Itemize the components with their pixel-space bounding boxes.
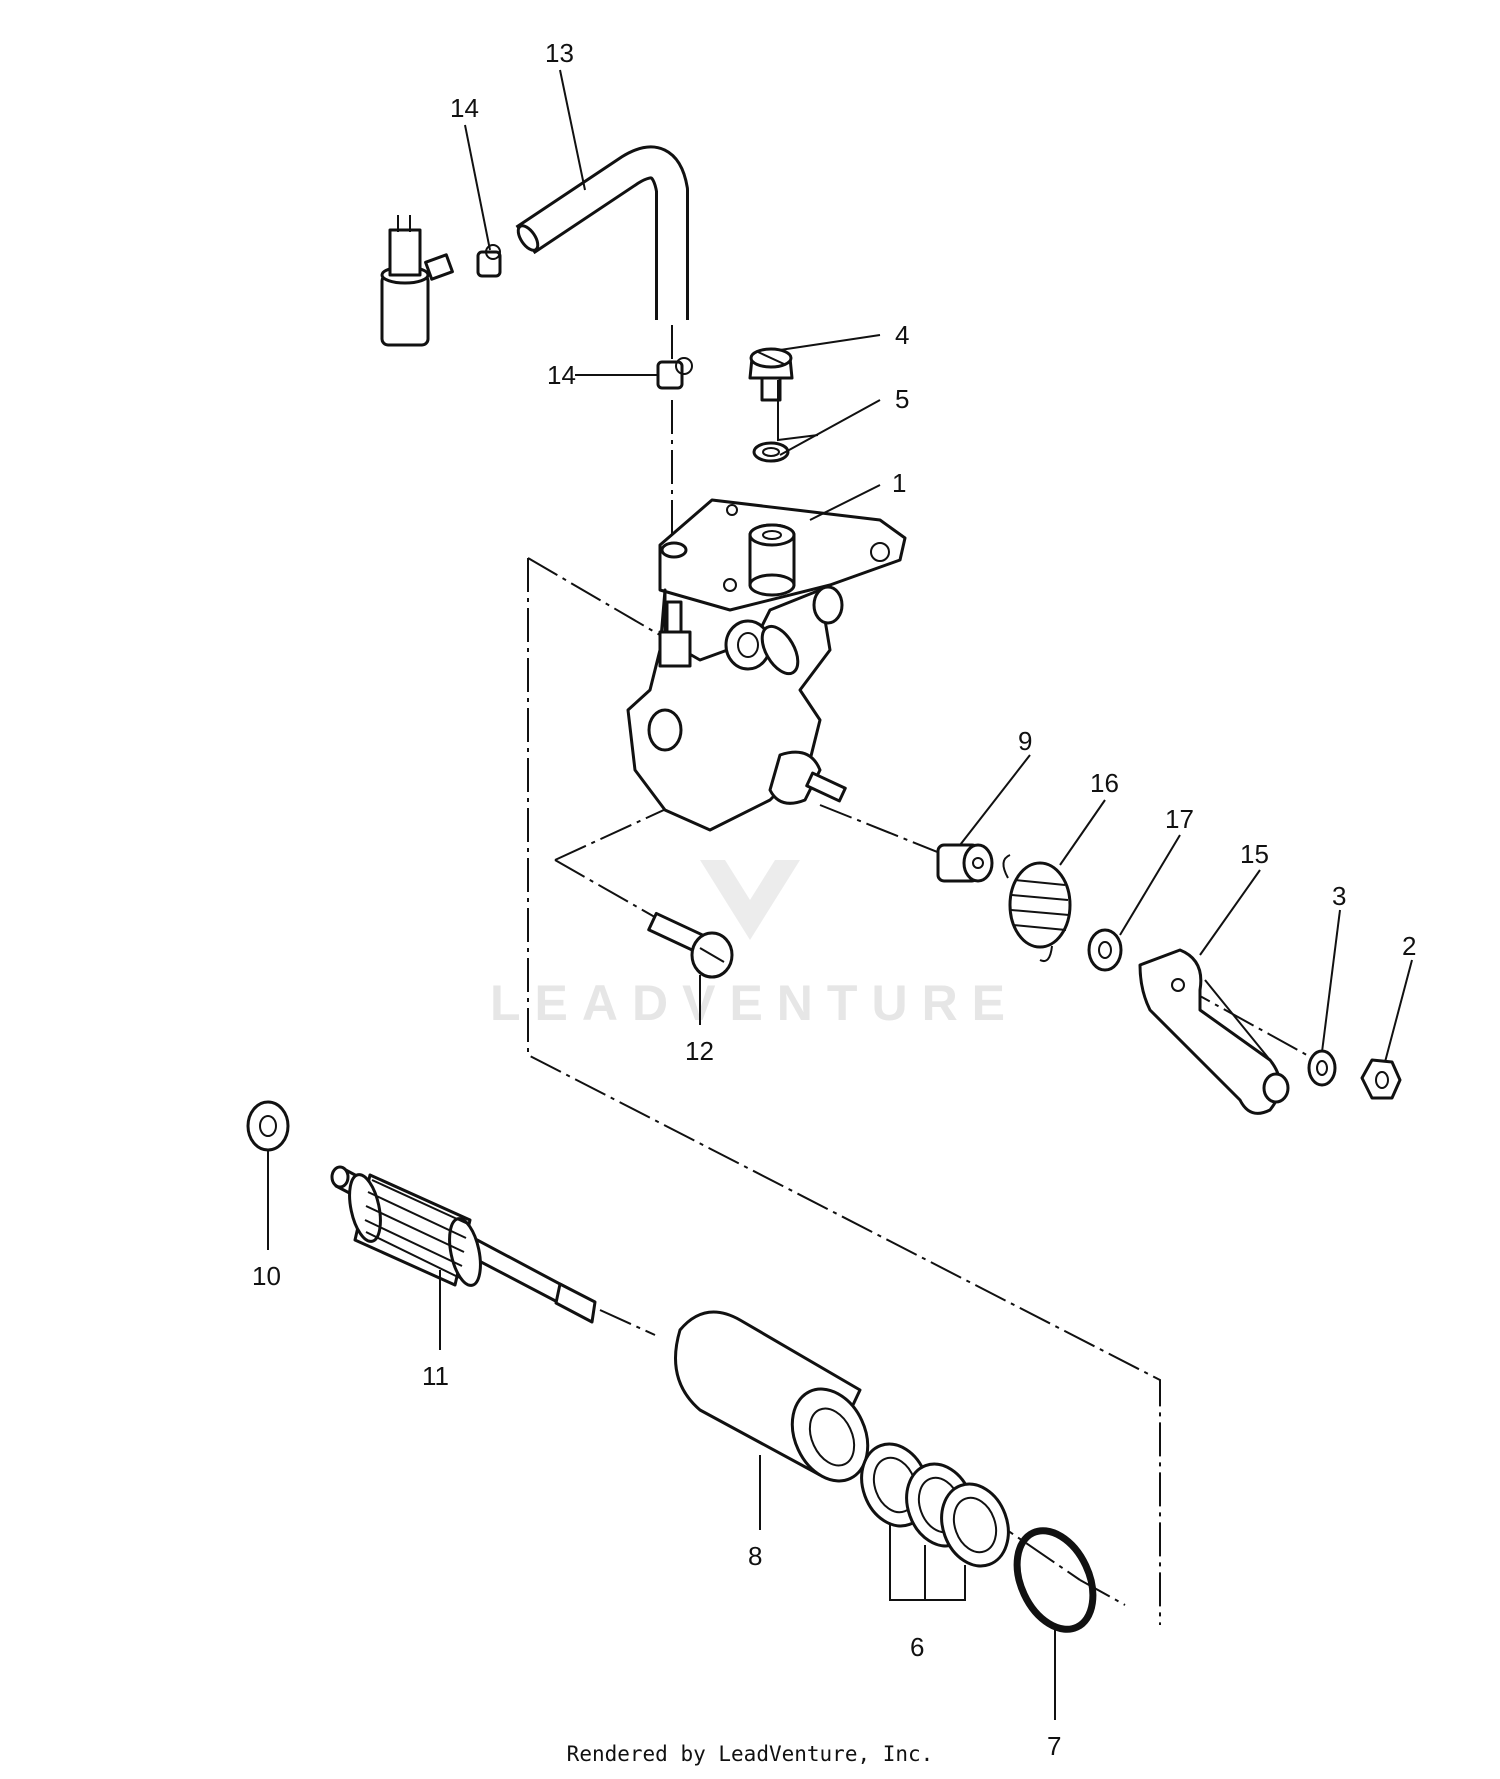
thrust-washer [246, 1100, 290, 1152]
callout-10: 10 [252, 1261, 281, 1291]
collar [936, 843, 994, 883]
callout-9: 9 [1018, 726, 1032, 756]
watermark-text: LEADVENTURE [490, 975, 1019, 1031]
callout-17: 17 [1165, 804, 1194, 834]
shim-set [860, 1442, 1010, 1568]
callout-8: 8 [748, 1541, 762, 1571]
leadventure-watermark: LEADVENTURE [490, 860, 1019, 1031]
oil-hose [515, 145, 689, 320]
banjo-bolt [748, 347, 794, 402]
drive-gear-shaft [330, 1165, 597, 1324]
mounting-bolt [647, 911, 734, 979]
leader-lines [267, 69, 1413, 1720]
pump-control-lever [1138, 948, 1290, 1115]
hose-clamp-upper [476, 244, 502, 278]
callout-14-lower: 14 [547, 360, 576, 390]
washer-17 [1087, 928, 1123, 972]
callout-11: 11 [422, 1361, 449, 1391]
callout-3: 3 [1332, 881, 1346, 911]
hose-clamp-lower [656, 357, 693, 390]
callout-1: 1 [892, 468, 906, 498]
assembly-boundary [527, 225, 1326, 1625]
callout-2: 2 [1402, 931, 1416, 961]
callout-12: 12 [685, 1036, 714, 1066]
sealing-washer [752, 441, 790, 463]
callout-labels: 1 2 3 4 5 6 7 8 9 10 11 12 13 14 14 15 1… [252, 38, 1416, 1761]
oil-tank-fitting [380, 215, 454, 347]
callout-15: 15 [1240, 839, 1269, 869]
callout-16: 16 [1090, 768, 1119, 798]
callout-13: 13 [545, 38, 574, 68]
callout-6: 6 [910, 1632, 924, 1662]
render-credit: Rendered by LeadVenture, Inc. [566, 1742, 934, 1766]
return-spring [1002, 854, 1072, 962]
callout-5: 5 [895, 384, 909, 414]
oil-pump-body [626, 498, 907, 832]
callout-7: 7 [1047, 1731, 1061, 1761]
pump-bushing [674, 1310, 870, 1483]
callout-4: 4 [895, 320, 909, 350]
o-ring [1013, 1527, 1097, 1633]
nut [1360, 1058, 1402, 1100]
lock-washer [1307, 1049, 1337, 1087]
callout-14-upper: 14 [450, 93, 479, 123]
